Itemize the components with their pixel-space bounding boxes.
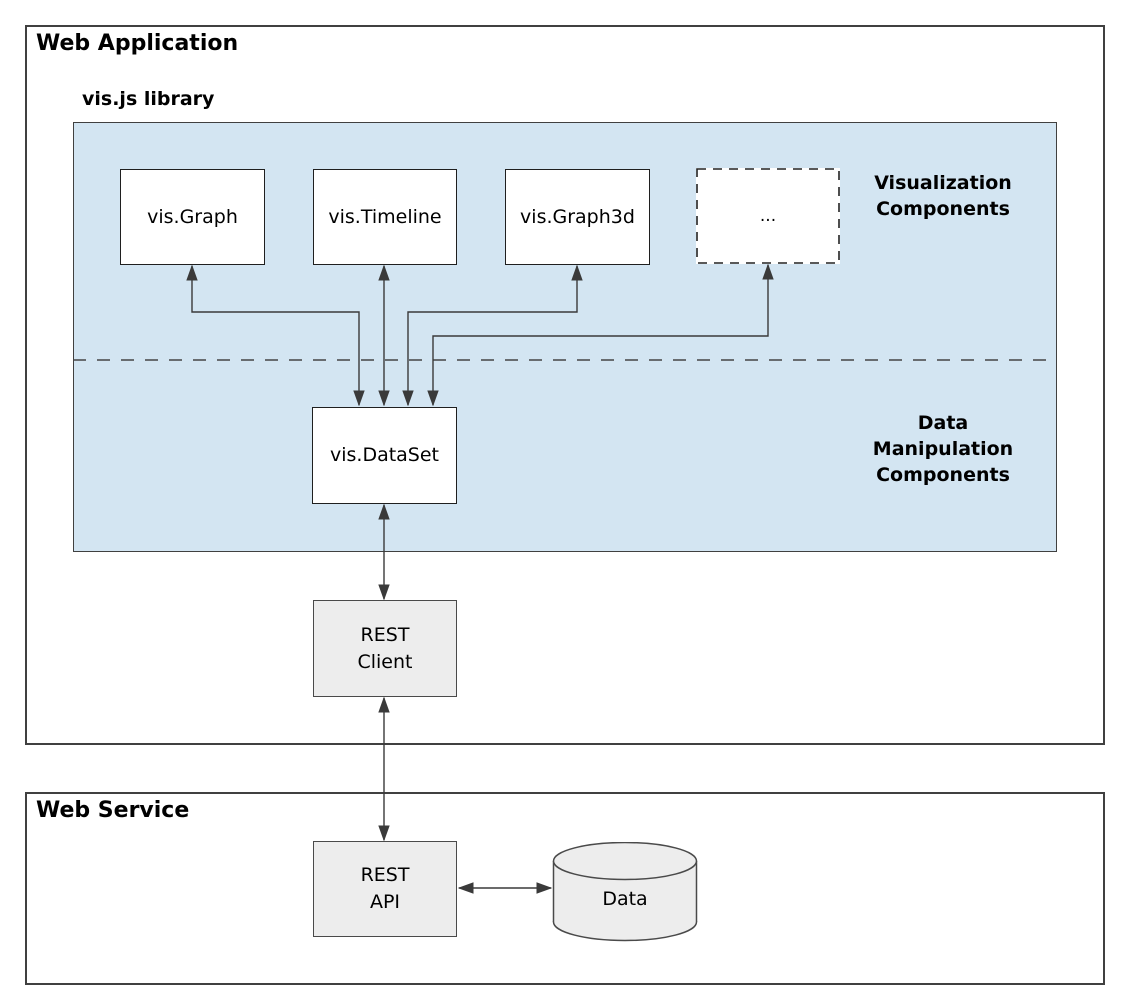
node-vis-dataset: vis.DataSet <box>312 407 457 504</box>
node-rest-client-label: REST Client <box>357 623 413 673</box>
node-rest-api-label: REST API <box>360 864 410 913</box>
visualization-components-label: Visualization Components <box>874 172 1012 220</box>
database-cylinder-icon <box>552 841 698 942</box>
node-rest-api: REST API <box>313 841 457 937</box>
dashed-border <box>696 168 840 264</box>
node-data-store-label: Data <box>602 888 648 910</box>
node-rest-client: REST Client <box>313 600 457 697</box>
web-service-title: Web Service <box>36 798 190 823</box>
node-vis-graph-label: vis.Graph <box>147 205 238 228</box>
node-more-components-label: ... <box>759 205 777 226</box>
data-manipulation-components-label: Data Manipulation Components <box>872 412 1014 486</box>
node-vis-timeline-label: vis.Timeline <box>328 205 442 228</box>
node-vis-graph3d: vis.Graph3d <box>505 169 650 265</box>
node-vis-graph: vis.Graph <box>120 169 265 265</box>
web-application-title: Web Application <box>36 31 239 56</box>
node-vis-dataset-label: vis.DataSet <box>329 444 440 466</box>
node-vis-timeline: vis.Timeline <box>313 169 457 265</box>
visjs-library-label: vis.js library <box>82 88 215 110</box>
node-vis-graph3d-label: vis.Graph3d <box>520 205 635 228</box>
node-more-components: ... <box>696 168 840 264</box>
node-data-store: Data <box>552 841 698 942</box>
